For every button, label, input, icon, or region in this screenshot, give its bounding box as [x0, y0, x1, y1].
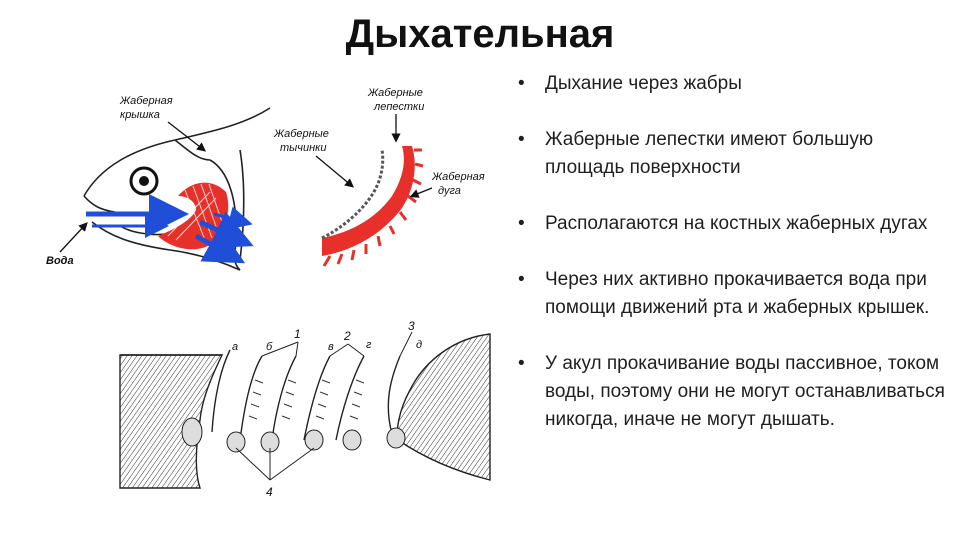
- slide-title: Дыхательная: [345, 12, 615, 56]
- diagram-letter-a: а: [232, 341, 238, 353]
- diagram-number-3: 3: [408, 319, 415, 333]
- label-water: Вода: [46, 255, 74, 267]
- label-arch-2: дуга: [438, 185, 461, 197]
- label-petals-1: Жаберные: [367, 87, 423, 99]
- label-stamens-1: Жаберные: [273, 128, 329, 140]
- water-flow-arrows: [86, 194, 254, 264]
- bullet-item: •У акул прокачивание воды пассивное, ток…: [518, 353, 945, 430]
- bullet-item: •Располагаются на костных жаберных дугах: [518, 213, 928, 234]
- diagram-number-4: 4: [266, 485, 273, 499]
- label-operculum-2: крышка: [120, 109, 160, 121]
- diagram-letter-d: д: [416, 339, 422, 351]
- label-operculum-1: Жаберная: [119, 95, 173, 107]
- diagram-letter-b: б: [266, 341, 273, 353]
- diagram-number-1: 1: [294, 327, 301, 341]
- diagram-letter-g: г: [366, 339, 372, 351]
- diagram-number-2: 2: [343, 329, 351, 343]
- label-petals-2: лепестки: [373, 101, 424, 113]
- gill-arch-illustration: [321, 146, 424, 267]
- label-arch-1: Жаберная: [431, 171, 485, 183]
- bullet-item: •Дыхание через жабры: [518, 73, 742, 94]
- gill-section-diagram: [119, 333, 491, 489]
- gill-septa: [211, 349, 401, 441]
- gill-cartilage: [181, 417, 406, 453]
- label-stamens-2: тычинки: [280, 142, 326, 154]
- bullet-item: •Жаберные лепестки имеют большую площадь…: [518, 129, 874, 178]
- bullet-list: •Дыхание через жабры •Жаберные лепестки …: [516, 70, 946, 462]
- diagram-letter-v: в: [328, 341, 334, 353]
- bullet-item: •Через них активно прокачивается вода пр…: [518, 269, 930, 318]
